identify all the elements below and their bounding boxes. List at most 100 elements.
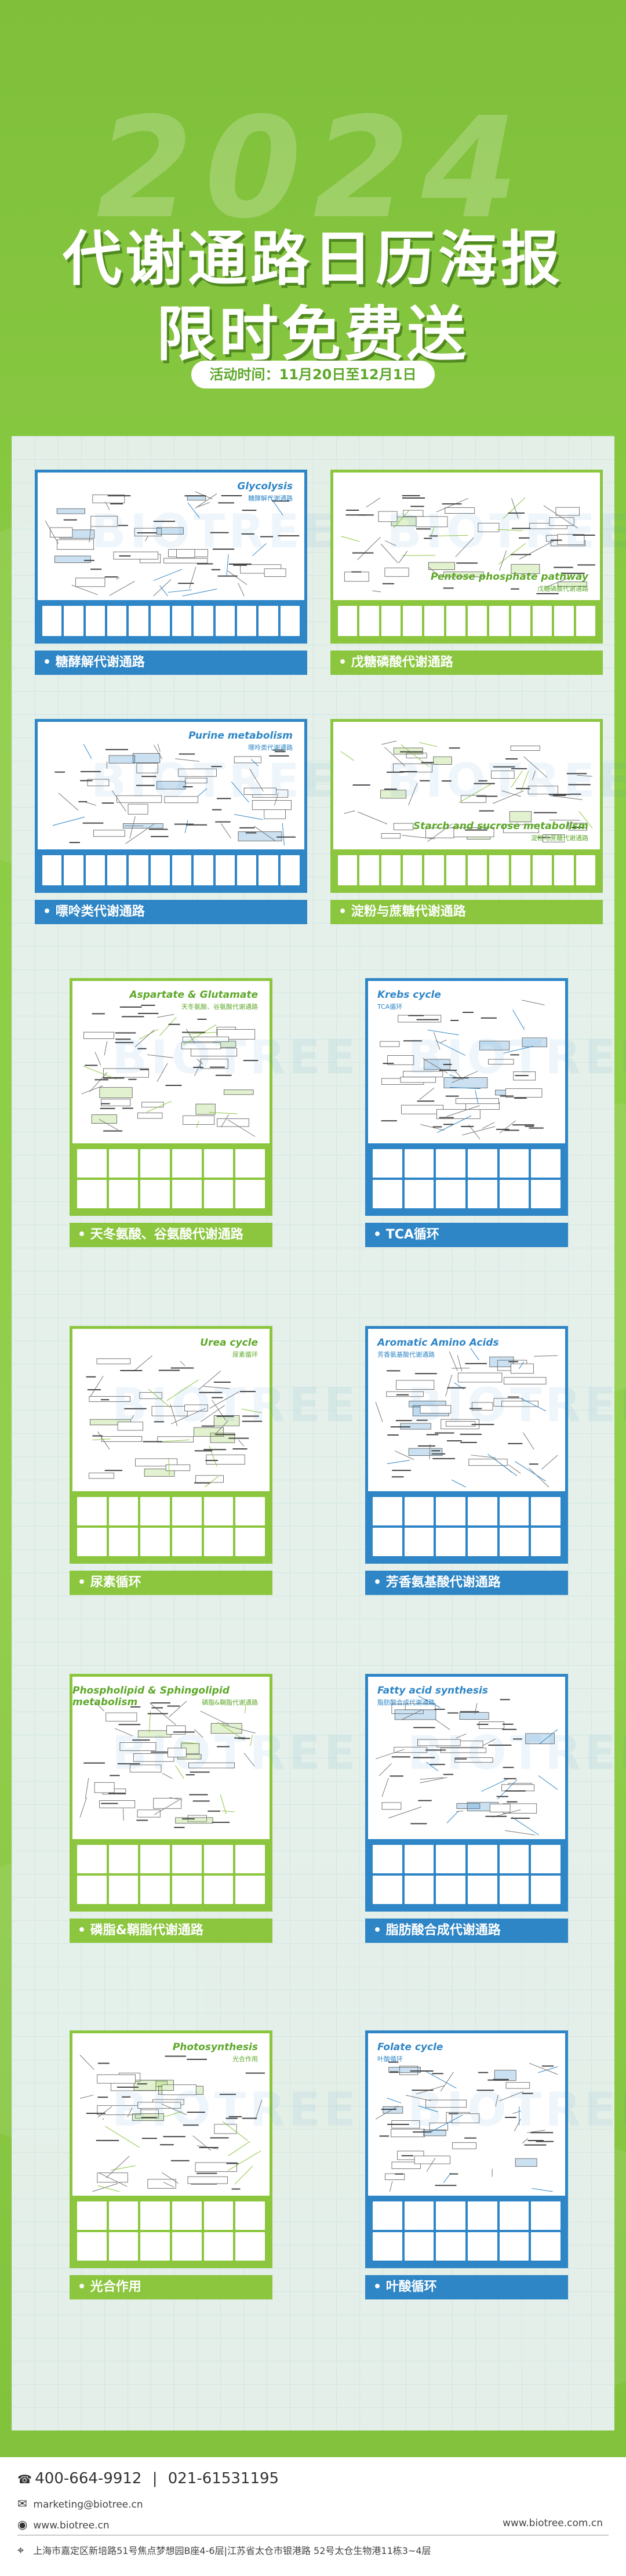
calendar-month-cell bbox=[235, 2201, 265, 2230]
calendar-month-cell bbox=[140, 1497, 170, 1525]
poster-chinese-title: 天冬氨酸、谷氨酸代谢通路 bbox=[181, 1003, 258, 1011]
calendar-month-cell bbox=[172, 1497, 202, 1525]
calendar-month-cell bbox=[446, 606, 465, 636]
poster-watermark: BIOTREE bbox=[407, 1726, 626, 1780]
website-secondary[interactable]: www.biotree.com.cn bbox=[503, 2517, 603, 2529]
poster-label: • 脂肪酸合成代谢通路 bbox=[365, 1919, 568, 1943]
calendar-month-cell bbox=[203, 1845, 234, 1873]
calendar-month-cell bbox=[402, 606, 423, 636]
calendar-month-cell bbox=[404, 1845, 434, 1873]
poster-watermark: BIOTREE bbox=[407, 1030, 626, 1084]
calendar-month-cell bbox=[64, 855, 83, 885]
pathway-diagram bbox=[79, 2055, 265, 2192]
calendar-month-cell bbox=[129, 606, 148, 636]
calendar-month-cell bbox=[499, 2201, 529, 2230]
calendar-month-cell bbox=[42, 606, 62, 636]
email[interactable]: marketing@biotree.cn bbox=[33, 2499, 143, 2510]
event-date-badge: 活动时间：11月20日至12月1日 bbox=[191, 361, 435, 388]
calendar-month-cell bbox=[532, 606, 552, 636]
calendar-month-cell bbox=[424, 855, 444, 885]
poster-english-title: Glycolysis bbox=[237, 481, 293, 492]
calendar-month-cell bbox=[338, 855, 358, 885]
calendar-month-cell bbox=[108, 1845, 139, 1873]
calendar-month-cell bbox=[468, 2201, 497, 2230]
poster-label: • 叶酸循环 bbox=[365, 2275, 568, 2299]
calendar-month-cell bbox=[203, 2201, 234, 2230]
poster-watermark: BIOTREE bbox=[112, 2083, 359, 2137]
calendar-poster-image: Krebs cycleTCA循环BIOTREE bbox=[365, 978, 626, 1216]
calendar-month-cell bbox=[140, 1528, 170, 1556]
calendar-month-cell bbox=[140, 2232, 170, 2261]
pathway-diagram bbox=[45, 491, 300, 597]
calendar-month-cell bbox=[129, 855, 148, 885]
calendar-month-cell bbox=[235, 1149, 265, 1178]
calendar-month-cell bbox=[436, 1180, 465, 1208]
calendar-month-cell bbox=[373, 1497, 402, 1525]
calendar-month-cell bbox=[85, 855, 105, 885]
poster-label: • 淀粉与蔗糖代谢通路 bbox=[330, 900, 603, 924]
poster-english-title: Purine metabolism bbox=[188, 730, 293, 742]
calendar-month-cell bbox=[140, 1180, 170, 1208]
calendar-month-cell bbox=[402, 855, 423, 885]
pathway-diagram bbox=[340, 740, 593, 842]
poster-english-title: Photosynthesis bbox=[172, 2041, 258, 2053]
calendar-month-cell bbox=[554, 606, 574, 636]
calendar-month-cell bbox=[436, 1149, 465, 1178]
calendar-month-cell bbox=[194, 606, 213, 636]
calendar-month-cell bbox=[150, 855, 170, 885]
calendar-month-cell bbox=[108, 1876, 139, 1904]
calendar-month-cell bbox=[404, 1497, 434, 1525]
calendar-month-cell bbox=[77, 1149, 107, 1178]
calendar-month-cell bbox=[499, 1528, 529, 1556]
website[interactable]: www.biotree.cn bbox=[33, 2520, 110, 2531]
calendar-month-cell bbox=[359, 606, 379, 636]
poster-watermark: BIOTREE bbox=[407, 2083, 626, 2137]
calendar-month-cell bbox=[338, 606, 358, 636]
calendar-month-cell bbox=[404, 1180, 434, 1208]
calendar-month-cell bbox=[77, 1528, 107, 1556]
calendar-month-cell bbox=[468, 2232, 497, 2261]
calendar-month-cell bbox=[235, 1876, 265, 1904]
poster-watermark: BIOTREE bbox=[112, 1378, 359, 1432]
calendar-month-cell bbox=[499, 1876, 529, 1904]
calendar-month-cell bbox=[373, 1528, 402, 1556]
poster-watermark: BIOTREE bbox=[387, 504, 626, 558]
poster-label: • 芳香氨基酸代谢通路 bbox=[365, 1571, 568, 1595]
calendar-month-cell bbox=[215, 606, 235, 636]
calendar-month-cell bbox=[203, 1876, 234, 1904]
calendar-month-cell bbox=[531, 2201, 561, 2230]
calendar-month-cell bbox=[467, 606, 487, 636]
pathway-diagram bbox=[86, 1355, 263, 1488]
poster-label: • 糖酵解代谢通路 bbox=[35, 651, 307, 675]
calendar-month-cell bbox=[42, 855, 62, 885]
poster-watermark: BIOTREE bbox=[407, 1378, 626, 1432]
calendar-month-cell bbox=[531, 1180, 561, 1208]
calendar-month-cell bbox=[489, 606, 509, 636]
poster-english-title: Aspartate & Glutamate bbox=[129, 989, 258, 1001]
calendar-strip bbox=[72, 1143, 270, 1213]
calendar-month-cell bbox=[64, 606, 83, 636]
poster-label: • TCA循环 bbox=[365, 1223, 568, 1247]
poster-chinese-title: 芳香氨基酸代谢通路 bbox=[377, 1351, 435, 1358]
calendar-month-cell bbox=[172, 855, 192, 885]
poster-chinese-title: 嘌呤类代谢通路 bbox=[248, 744, 293, 751]
calendar-month-cell bbox=[203, 1497, 234, 1525]
calendar-month-cell bbox=[446, 855, 465, 885]
calendar-month-cell bbox=[150, 606, 170, 636]
calendar-month-cell bbox=[172, 2201, 202, 2230]
calendar-month-cell bbox=[107, 855, 127, 885]
pathway-diagram bbox=[380, 1000, 547, 1140]
calendar-month-cell bbox=[531, 1497, 561, 1525]
calendar-month-cell bbox=[108, 1180, 139, 1208]
calendar-month-cell bbox=[436, 1876, 465, 1904]
pathway-diagram bbox=[79, 1701, 256, 1828]
phone-number-1: 400-664-9912 bbox=[35, 2470, 142, 2487]
poster-chinese-title: 光合作用 bbox=[232, 2055, 258, 2063]
calendar-month-cell bbox=[436, 1528, 465, 1556]
calendar-month-cell bbox=[77, 1876, 107, 1904]
calendar-month-cell bbox=[404, 1149, 434, 1178]
